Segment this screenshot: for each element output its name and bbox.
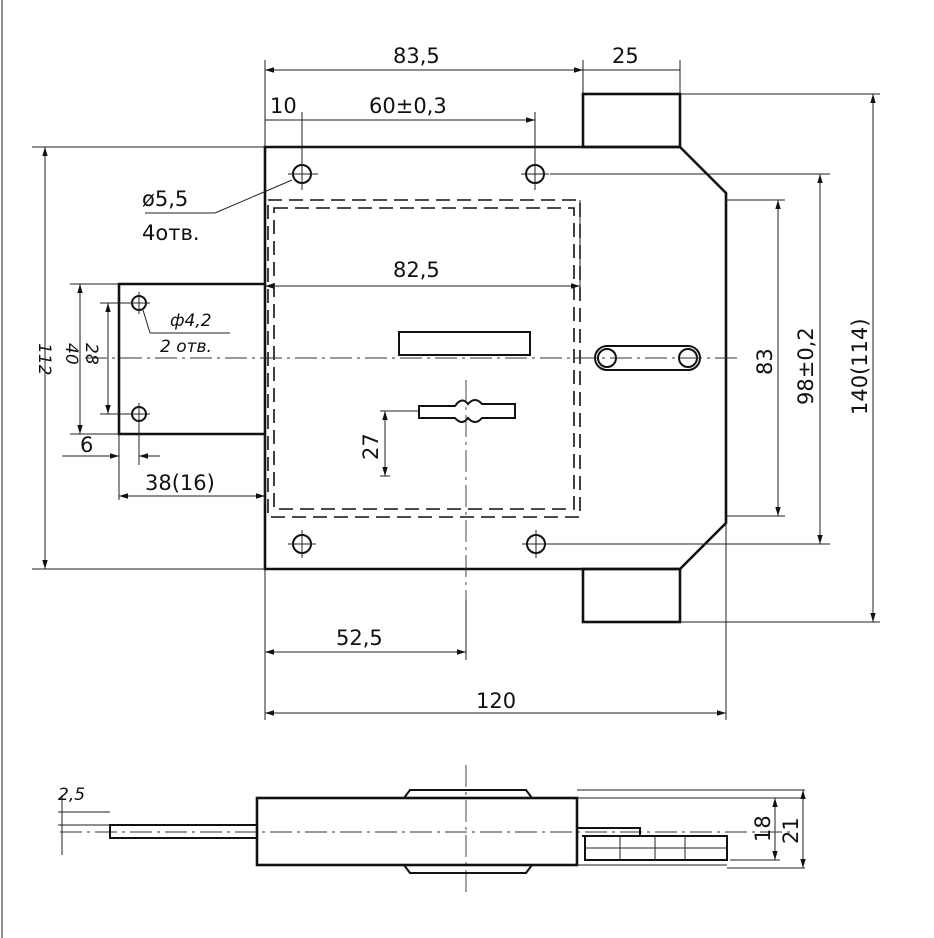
label-27: 27 — [359, 433, 383, 460]
key-slot — [398, 331, 531, 356]
label-82-5: 82,5 — [393, 258, 440, 282]
left-tab — [117, 282, 265, 436]
label-10: 10 — [270, 94, 297, 118]
label-38-16: 38(16) — [145, 471, 215, 495]
label-112: 112 — [34, 343, 54, 375]
side-pin — [109, 824, 258, 839]
top-bolt-block — [581, 92, 682, 149]
label-98: 98±0,2 — [794, 327, 818, 405]
label-21: 21 — [779, 817, 803, 844]
dimension-lines — [32, 60, 880, 720]
label-40: 40 — [61, 343, 81, 365]
label-140-114: 140(114) — [848, 318, 872, 415]
mounting-holes — [128, 160, 550, 558]
bolt-slot — [594, 345, 701, 371]
inner-cavity — [267, 199, 581, 518]
label-25: 25 — [612, 44, 639, 68]
side-view — [58, 789, 806, 874]
label-83-5: 83,5 — [393, 44, 440, 68]
label-6: 6 — [80, 433, 93, 457]
label-60: 60±0,3 — [369, 94, 447, 118]
label-18: 18 — [751, 815, 775, 842]
label-120: 120 — [476, 689, 516, 713]
label-4otv: 4отв. — [142, 221, 200, 245]
label-d5-5: ø5,5 — [142, 187, 188, 211]
label-28: 28 — [81, 343, 101, 365]
label-83: 83 — [753, 348, 777, 375]
label-2otv: 2 отв. — [160, 337, 212, 357]
label-52-5: 52,5 — [336, 626, 383, 650]
center-lines — [60, 357, 790, 895]
bottom-bolt-block — [581, 567, 682, 624]
keyhole — [418, 399, 516, 423]
label-d4-2: ф4,2 — [170, 311, 212, 331]
label-2-5: 2,5 — [58, 785, 85, 805]
dimension-labels: 83,5 25 10 60±0,3 ø5,5 4отв. 82,5 ф4,2 2… — [34, 44, 872, 844]
